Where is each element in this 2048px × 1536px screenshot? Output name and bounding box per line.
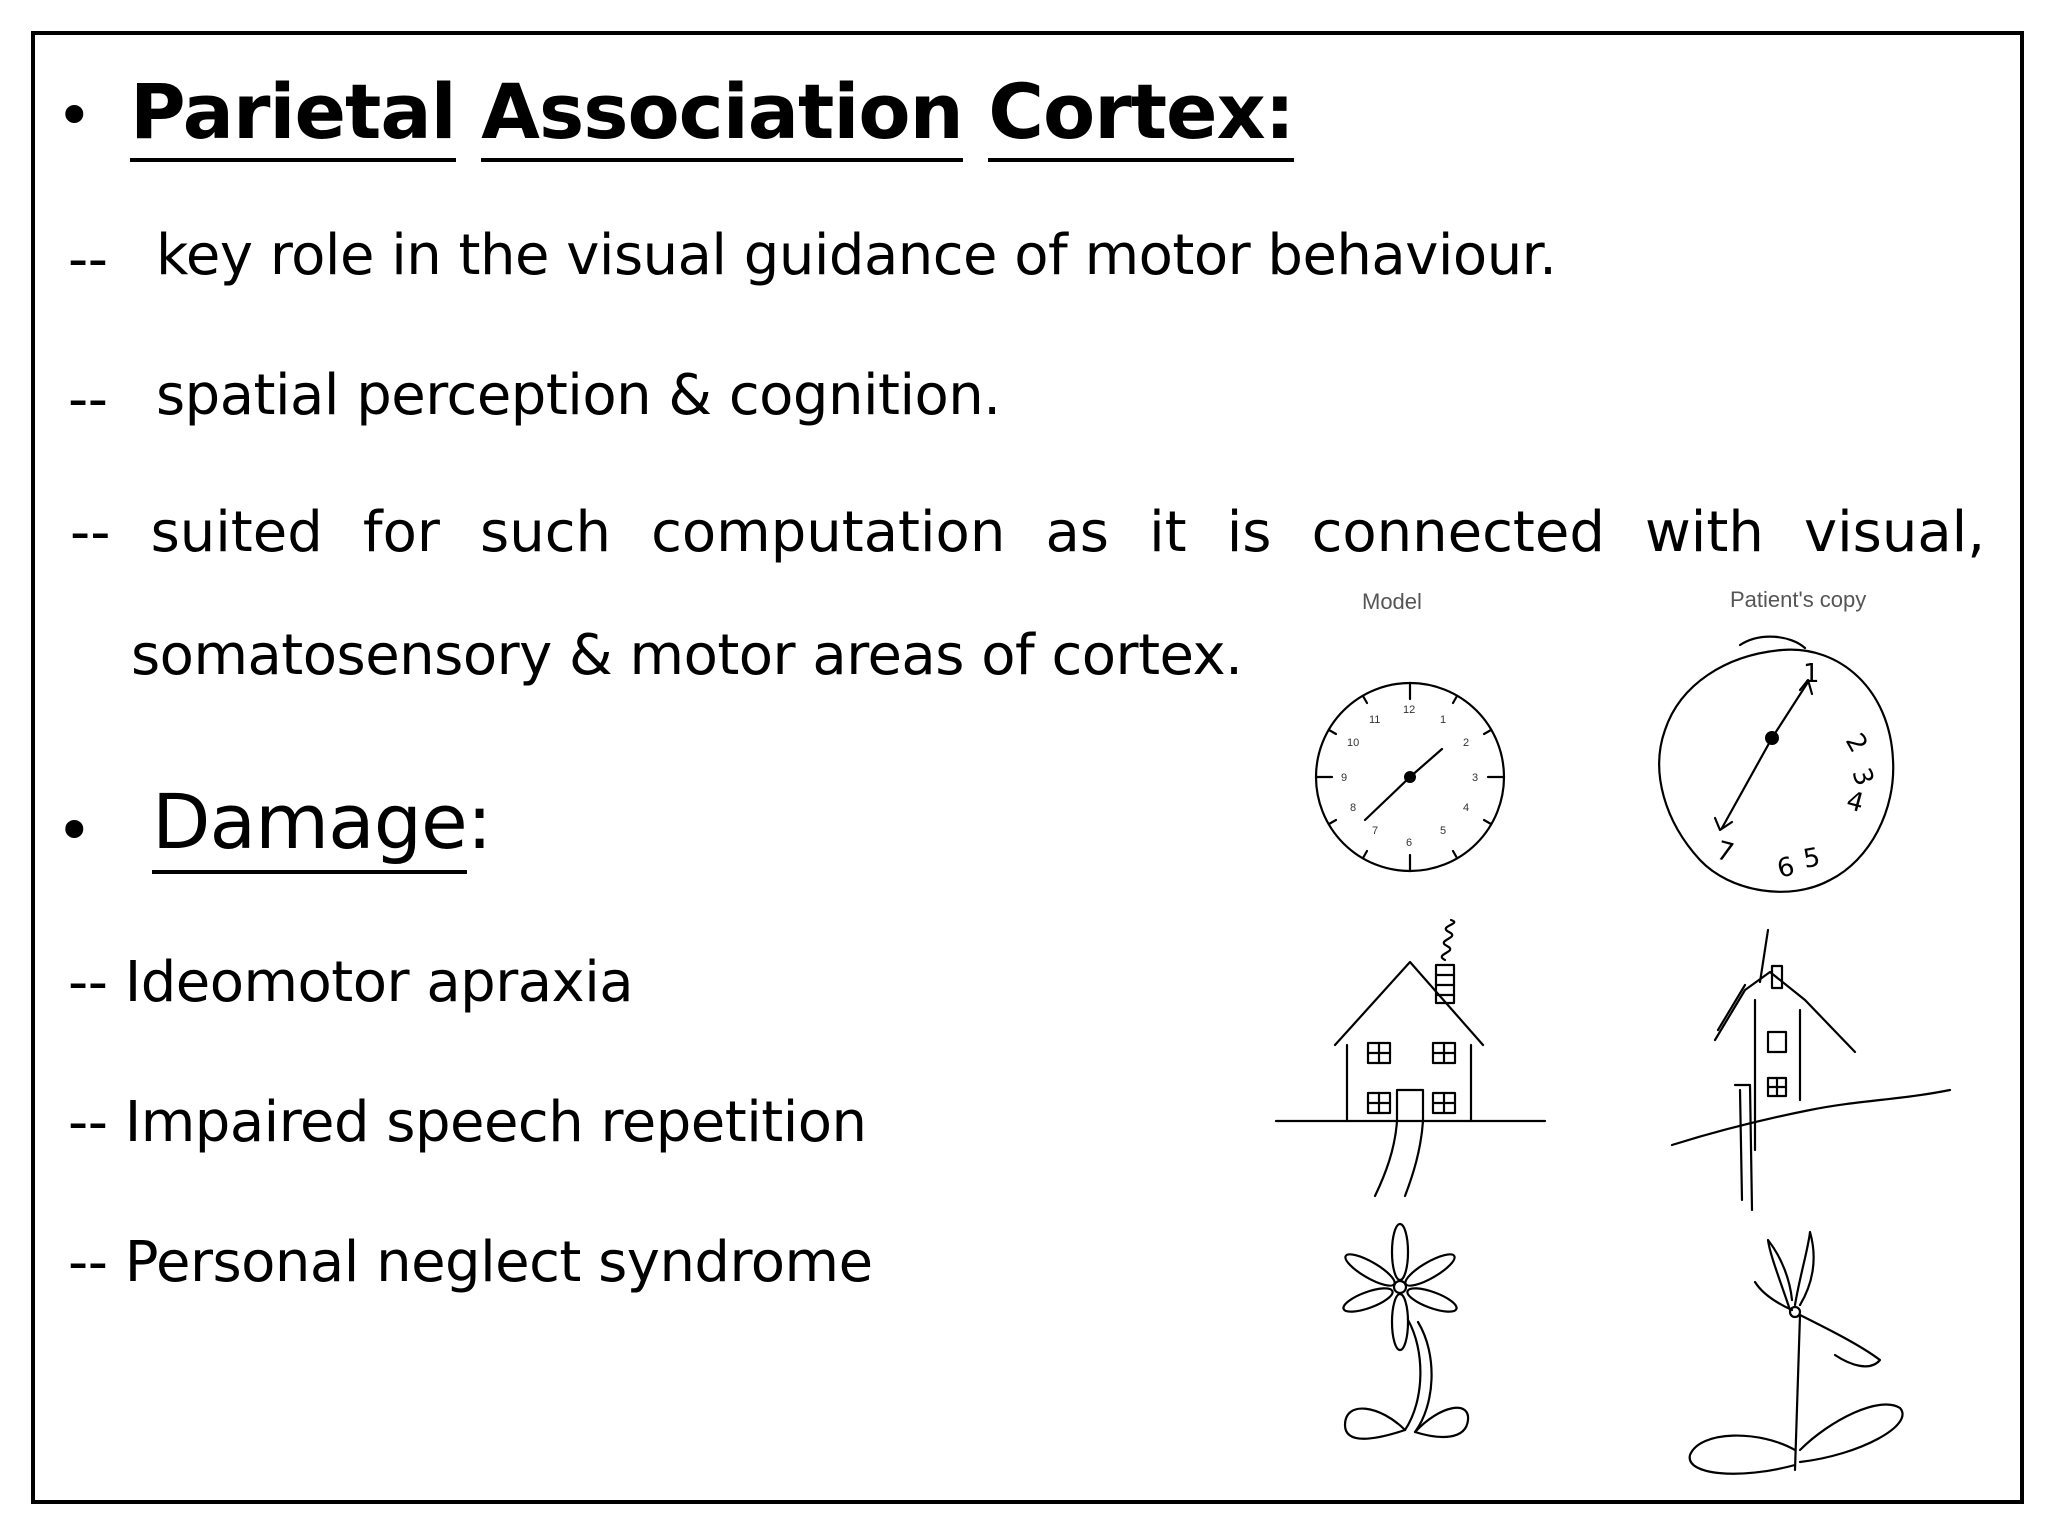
line-3-continuation: somatosensory & motor areas of cortex. bbox=[131, 623, 1243, 688]
patient-numeral: 4 bbox=[1843, 786, 1867, 819]
damage-item-impaired-speech: -- Impaired speech repetition bbox=[68, 1090, 867, 1155]
patient-numeral: 2 bbox=[1839, 729, 1873, 758]
model-house bbox=[1274, 918, 1547, 1198]
patient-clock-center bbox=[1765, 731, 1779, 745]
clock-numeral: 6 bbox=[1406, 837, 1412, 849]
heading1-word-parietal: Parietal bbox=[130, 67, 457, 162]
clock-numeral: 1 bbox=[1440, 714, 1446, 726]
line-3-word: suited bbox=[150, 500, 323, 565]
clock-numeral: 8 bbox=[1350, 802, 1356, 814]
clock-numeral: 2 bbox=[1463, 737, 1469, 749]
model-clock-numerals: 12 1 2 3 4 5 6 7 8 9 10 11 bbox=[1341, 704, 1478, 849]
clock-numeral: 11 bbox=[1369, 714, 1380, 726]
clock-numeral: 5 bbox=[1440, 825, 1446, 837]
heading1-word-cortex: Cortex: bbox=[988, 67, 1295, 162]
patient-flower bbox=[1688, 1230, 1904, 1475]
patient-numeral: 1 bbox=[1803, 659, 1820, 689]
clock-numeral: 7 bbox=[1372, 825, 1378, 837]
figure-model-label: Model bbox=[1362, 589, 1422, 614]
line-3-word: as bbox=[1045, 500, 1109, 565]
line-1-prefix: -- bbox=[68, 227, 108, 292]
patient-numeral: 7 bbox=[1713, 836, 1737, 869]
line-2-prefix: -- bbox=[68, 367, 108, 432]
damage-item-personal-neglect: -- Personal neglect syndrome bbox=[68, 1230, 873, 1295]
model-flower bbox=[1342, 1222, 1470, 1440]
line-3-word: for bbox=[362, 500, 440, 565]
clock-numeral: 12 bbox=[1403, 704, 1415, 716]
line-3-word: is bbox=[1226, 500, 1272, 565]
damage-item-ideomotor-apraxia: -- Ideomotor apraxia bbox=[68, 950, 634, 1015]
line-2-text: spatial perception & cognition. bbox=[156, 363, 1001, 428]
slide-frame bbox=[31, 31, 2024, 1504]
line-3-word: connected bbox=[1311, 500, 1605, 565]
line-3-word: -- bbox=[70, 500, 111, 565]
heading1-word-association: Association bbox=[481, 67, 964, 162]
line-1-text: key role in the visual guidance of motor… bbox=[156, 223, 1557, 288]
heading2-bullet: • bbox=[56, 794, 93, 867]
heading1-title: Parietal Association Cortex: bbox=[130, 67, 1295, 162]
heading1-bullet: • bbox=[56, 79, 93, 152]
line-3-word: such bbox=[480, 500, 611, 565]
line-3-word: with bbox=[1645, 500, 1764, 565]
figure-patient-label: Patient's copy bbox=[1730, 587, 1866, 612]
patient-clock-numerals: 1 2 3 4 6 5 7 bbox=[1713, 659, 1879, 885]
patient-clock bbox=[1658, 635, 1895, 893]
clock-numeral: 4 bbox=[1463, 802, 1469, 814]
heading2-title: Damage: bbox=[152, 777, 492, 874]
line-3-word: it bbox=[1149, 500, 1187, 565]
patient-house bbox=[1670, 928, 1952, 1212]
model-clock-center bbox=[1404, 771, 1416, 783]
patient-numeral: 6 bbox=[1774, 852, 1798, 885]
line-3-justified: -- suited for such computation as it is … bbox=[70, 505, 1985, 561]
heading2-colon: : bbox=[466, 777, 493, 866]
clock-numeral: 3 bbox=[1472, 772, 1478, 784]
clock-numeral: 9 bbox=[1341, 772, 1347, 784]
line-3-word: computation bbox=[651, 500, 1006, 565]
patient-numeral: 5 bbox=[1801, 842, 1823, 874]
heading2-word-damage: Damage bbox=[152, 777, 468, 874]
clock-numeral: 10 bbox=[1347, 737, 1359, 749]
model-clock bbox=[1314, 681, 1506, 873]
line-3-word: visual, bbox=[1803, 500, 1985, 565]
